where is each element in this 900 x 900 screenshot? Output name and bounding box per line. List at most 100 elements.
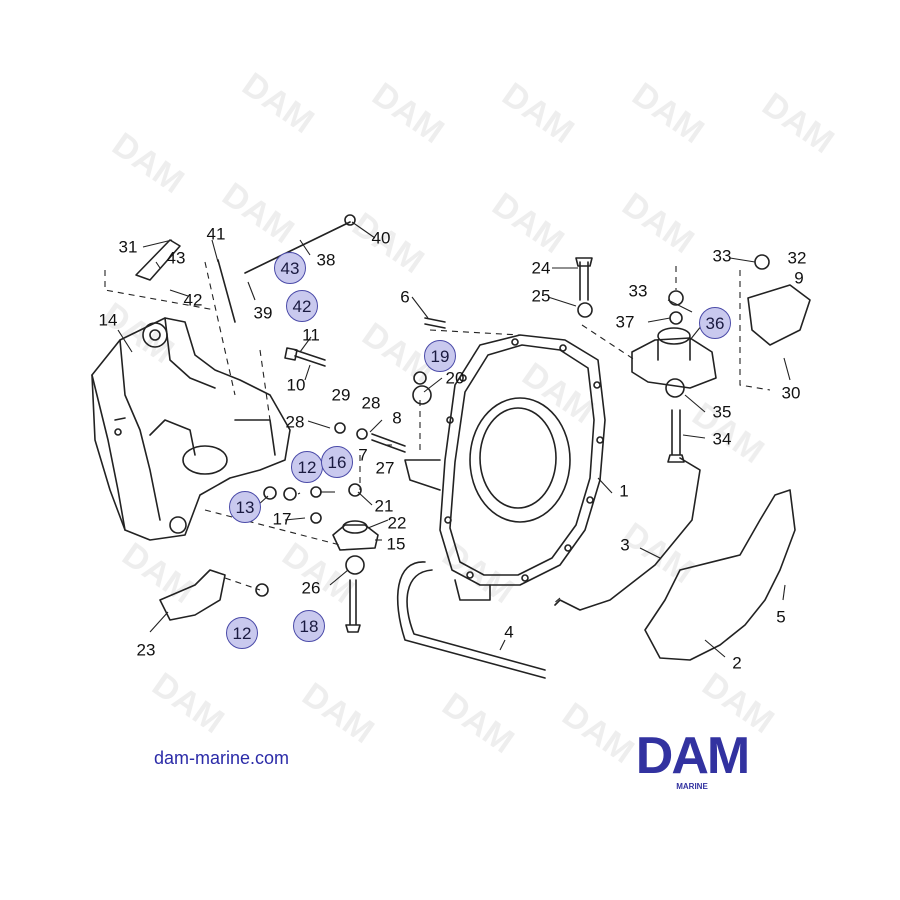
dam-logo: DAM xyxy=(622,728,762,792)
label-28a: 28 xyxy=(285,412,305,432)
part-40-eye xyxy=(344,214,356,226)
label-37: 37 xyxy=(615,312,635,332)
part-34-bolt xyxy=(667,409,685,463)
part-12-nut-b xyxy=(255,583,269,597)
part-24-bolt xyxy=(575,257,593,301)
label-34: 34 xyxy=(712,429,732,449)
label-7: 7 xyxy=(358,445,368,465)
label-5: 5 xyxy=(776,607,786,627)
website-link[interactable]: dam-marine.com xyxy=(154,748,290,768)
label-26: 26 xyxy=(301,578,321,598)
part-13-washer xyxy=(263,486,277,500)
part-6-bolt xyxy=(424,317,446,329)
part-38-cable xyxy=(244,221,351,274)
label-9: 9 xyxy=(794,268,804,288)
part-16-bolt xyxy=(310,486,322,498)
callout-12a[interactable]: 12 xyxy=(291,451,323,483)
part-19-nut xyxy=(413,371,427,385)
part-9-bracket xyxy=(747,284,811,346)
label-11: 11 xyxy=(302,325,320,345)
part-12-nut xyxy=(283,487,297,501)
part-2-cover-plate xyxy=(644,489,796,661)
logo-subtitle: MARINE xyxy=(676,782,708,791)
part-26-washer xyxy=(345,555,365,575)
label-22: 22 xyxy=(387,513,407,533)
svg-text:DAM: DAM xyxy=(755,85,840,161)
part-25-washer xyxy=(577,302,593,318)
svg-text:DAM: DAM xyxy=(145,665,230,741)
part-41-rod xyxy=(217,259,236,323)
label-33b: 33 xyxy=(628,281,648,301)
callout-43[interactable]: 43 xyxy=(274,252,306,284)
part-15-mount xyxy=(332,520,379,551)
part-10-bolt xyxy=(284,347,326,367)
label-40: 40 xyxy=(371,228,391,248)
callout-18[interactable]: 18 xyxy=(293,610,325,642)
label-1: 1 xyxy=(619,481,629,501)
label-32: 32 xyxy=(787,248,807,268)
svg-text:DAM: DAM xyxy=(365,75,450,151)
label-41: 41 xyxy=(206,224,226,244)
part-14-bracket xyxy=(91,317,291,541)
svg-text:DAM: DAM xyxy=(115,535,200,611)
svg-text:DAM: DAM xyxy=(435,685,520,761)
callout-12b[interactable]: 12 xyxy=(226,617,258,649)
svg-text:DAM: DAM xyxy=(615,185,700,261)
label-6: 6 xyxy=(400,287,410,307)
label-43: 43 xyxy=(166,248,186,268)
part-4-strap xyxy=(396,561,546,679)
part-18-bolt xyxy=(345,579,361,633)
label-30: 30 xyxy=(781,383,801,403)
label-38: 38 xyxy=(316,250,336,270)
part-21-nut xyxy=(348,483,362,497)
label-2: 2 xyxy=(732,653,742,673)
part-7-washer xyxy=(356,428,368,440)
svg-text:DAM: DAM xyxy=(485,185,570,261)
part-29-spacer xyxy=(334,422,346,434)
label-28b: 28 xyxy=(361,393,381,413)
logo-text: DAM xyxy=(635,727,750,785)
svg-text:DAM: DAM xyxy=(235,65,320,141)
part-23-plate xyxy=(159,569,226,621)
label-10: 10 xyxy=(286,375,306,395)
label-25: 25 xyxy=(531,286,551,306)
svg-text:DAM: DAM xyxy=(495,75,580,151)
label-35: 35 xyxy=(712,402,732,422)
part-20-washer xyxy=(412,385,432,405)
callout-36[interactable]: 36 xyxy=(699,307,731,339)
label-42: 42 xyxy=(183,290,203,310)
svg-text:DAM: DAM xyxy=(295,675,380,751)
part-37-washer xyxy=(669,311,683,325)
label-4: 4 xyxy=(504,622,514,642)
label-20: 20 xyxy=(445,368,465,388)
part-36-mount xyxy=(631,327,717,389)
svg-text:DAM: DAM xyxy=(105,125,190,201)
label-14: 14 xyxy=(98,310,118,330)
label-23: 23 xyxy=(136,640,156,660)
part-1-flywheel-housing xyxy=(404,334,606,601)
label-17: 17 xyxy=(272,509,292,529)
label-27: 27 xyxy=(375,458,395,478)
part-3-gasket xyxy=(554,457,701,611)
label-24: 24 xyxy=(531,258,551,278)
label-29: 29 xyxy=(331,385,351,405)
label-8: 8 xyxy=(392,408,402,428)
label-3: 3 xyxy=(620,535,630,555)
callout-42[interactable]: 42 xyxy=(286,290,318,322)
leader-lines xyxy=(117,221,791,658)
label-31: 31 xyxy=(118,237,138,257)
label-21: 21 xyxy=(374,496,394,516)
alignment-lines xyxy=(104,261,771,606)
svg-text:DAM: DAM xyxy=(275,535,360,611)
callout-16[interactable]: 16 xyxy=(321,446,353,478)
part-17-washer xyxy=(310,512,322,524)
svg-text:DAM: DAM xyxy=(95,295,180,371)
part-35-washer xyxy=(665,378,685,398)
part-31-clip xyxy=(135,239,181,281)
svg-text:DAM: DAM xyxy=(215,175,300,251)
callout-13[interactable]: 13 xyxy=(229,491,261,523)
label-39: 39 xyxy=(253,303,273,323)
label-33a: 33 xyxy=(712,246,732,266)
callout-19[interactable]: 19 xyxy=(424,340,456,372)
